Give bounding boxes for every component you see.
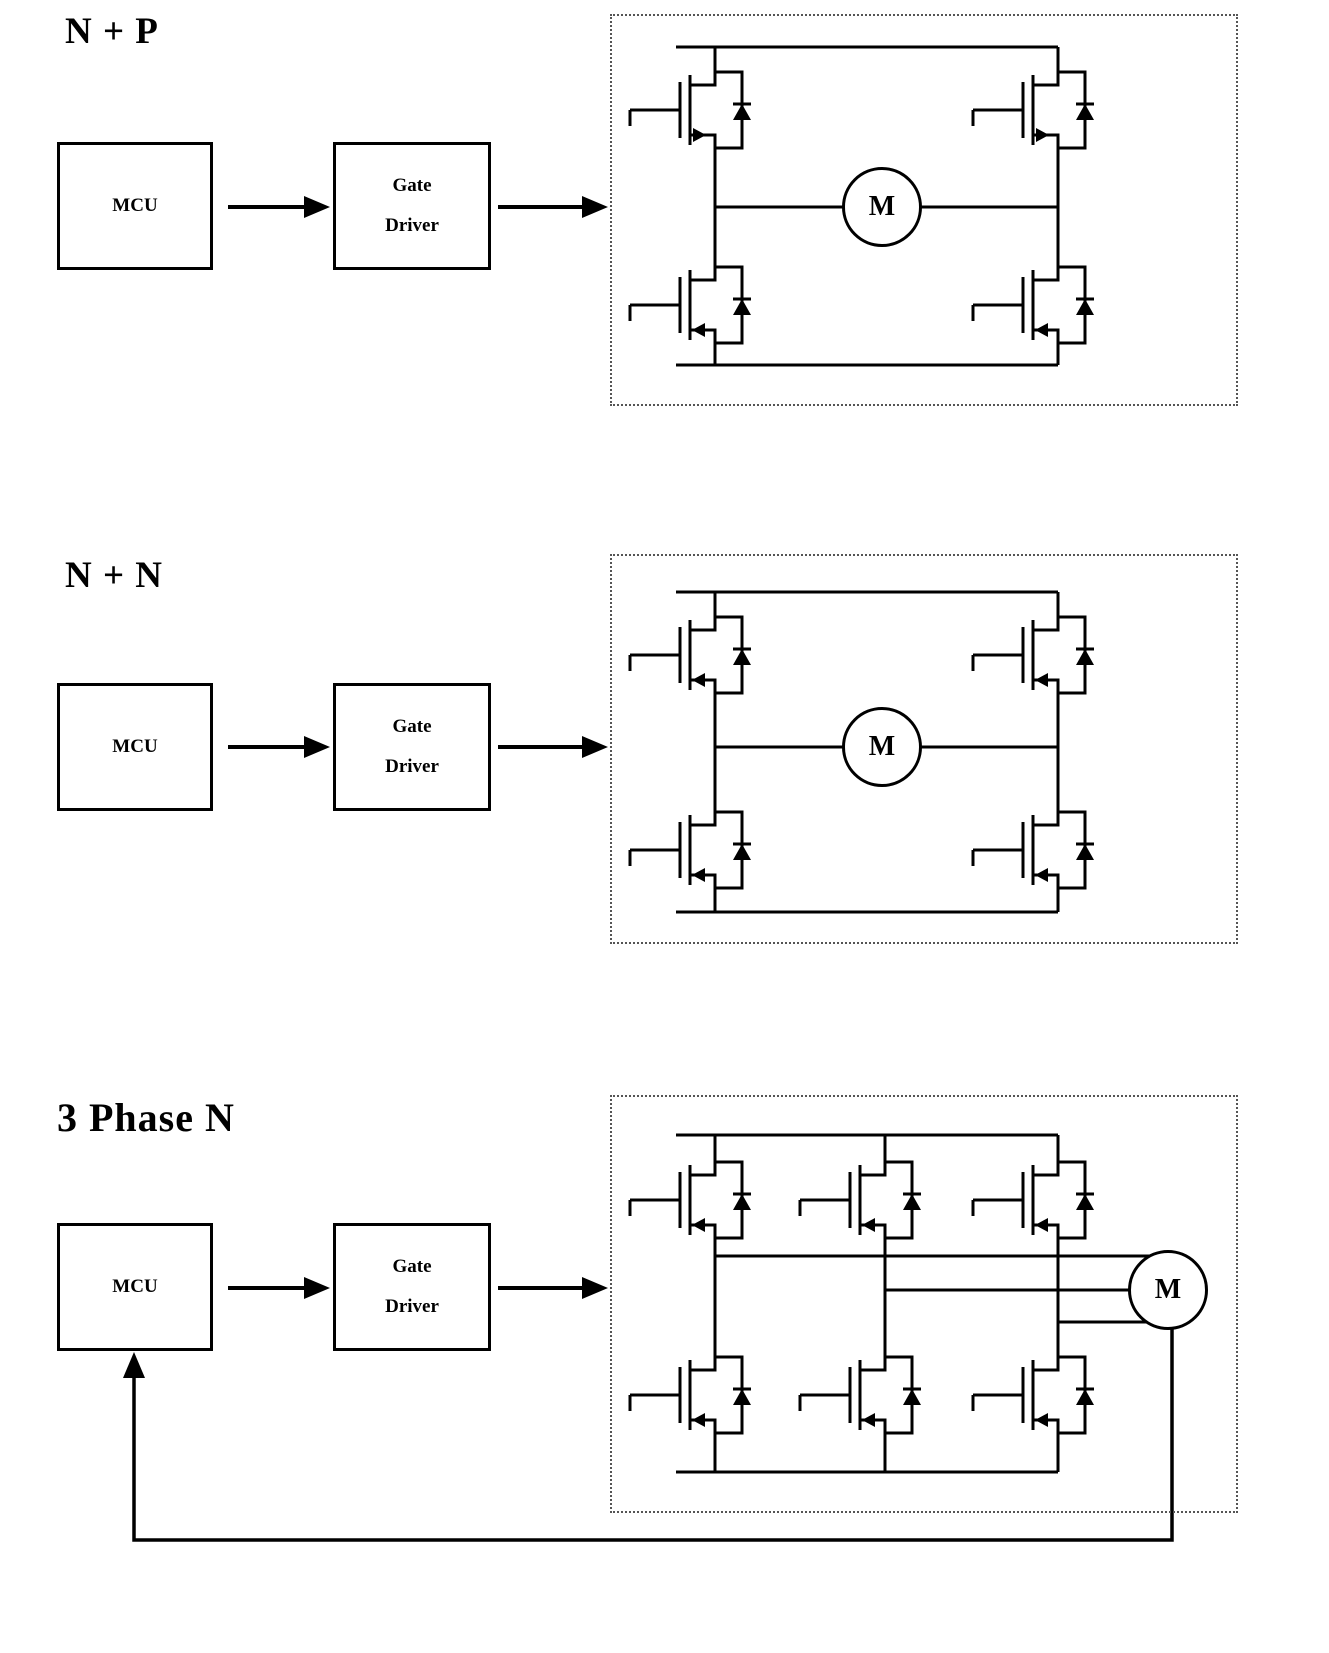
motor-3phase: M (1128, 1250, 1208, 1330)
gate-driver-box-nn: Gate Driver (333, 683, 491, 811)
mcu-box-nn: MCU (57, 683, 213, 811)
arrow-mcu-to-gatedriver-np (228, 196, 330, 218)
arrow-gatedriver-to-bridge-3ph (498, 1277, 608, 1299)
motor-feedback-arrow (123, 1326, 1174, 1542)
mcu-label: MCU (112, 195, 158, 216)
section-title-np: N + P (65, 11, 159, 52)
mcu-label: MCU (112, 1276, 158, 1297)
gate-driver-label-line2: Driver (385, 1296, 439, 1317)
arrow-mcu-to-gatedriver-nn (228, 736, 330, 758)
motor-label: M (868, 731, 896, 762)
gate-driver-label-line1: Gate (392, 1256, 432, 1278)
bridge-boundary-np (610, 14, 1238, 406)
section-title-nn: N + N (65, 555, 164, 596)
arrow-gatedriver-to-bridge-nn (498, 736, 608, 758)
gate-driver-label-line1: Gate (392, 175, 432, 197)
bridge-boundary-3phase (610, 1095, 1238, 1513)
gate-driver-label-line2: Driver (385, 215, 439, 236)
bridge-boundary-nn (610, 554, 1238, 944)
gate-driver-box-3phase: Gate Driver (333, 1223, 491, 1351)
arrow-mcu-to-gatedriver-3ph (228, 1277, 330, 1299)
gate-driver-label-line1: Gate (392, 716, 432, 738)
motor-label: M (1154, 1274, 1182, 1305)
three-phase-bridge-circuit (628, 1133, 1162, 1474)
motor-np: M (842, 167, 922, 247)
arrow-gatedriver-to-bridge-np (498, 196, 608, 218)
motor-label: M (868, 191, 896, 222)
gate-driver-label-line2: Driver (385, 756, 439, 777)
mcu-label: MCU (112, 736, 158, 757)
section-title-3phase: 3 Phase N (57, 1095, 235, 1140)
mcu-box-3phase: MCU (57, 1223, 213, 1351)
gate-driver-box-np: Gate Driver (333, 142, 491, 270)
motor-nn: M (842, 707, 922, 787)
mcu-box-np: MCU (57, 142, 213, 270)
